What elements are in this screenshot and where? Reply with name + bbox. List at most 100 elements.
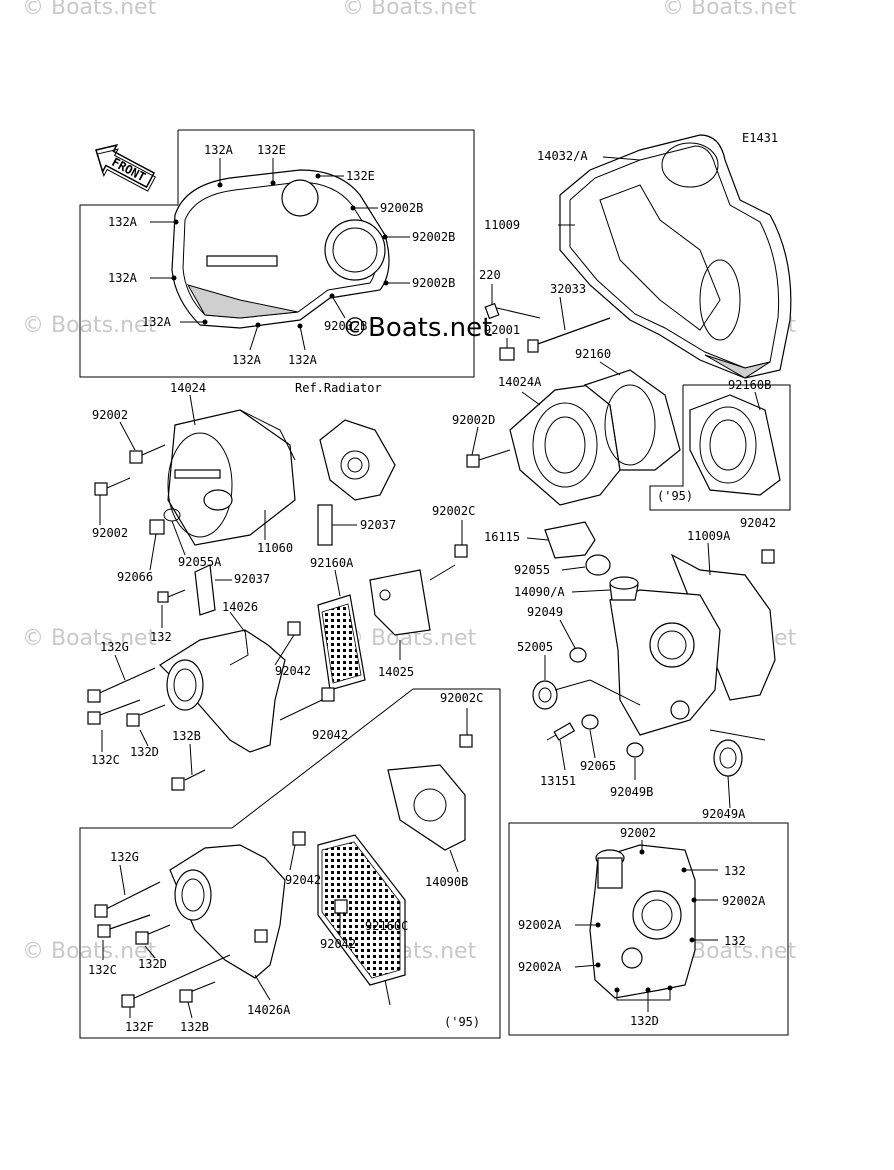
- part-label: 92002: [620, 826, 656, 840]
- pump-cover-11009A: [609, 542, 776, 736]
- part-label: 220: [479, 268, 501, 282]
- year-note: ('95): [657, 489, 693, 503]
- watermark: © Boats.net: [22, 313, 157, 338]
- sensor-13151: [546, 722, 576, 771]
- part-label: 92049B: [610, 785, 653, 799]
- crankcase-cover: [558, 134, 792, 379]
- diagram-code: E1431: [742, 131, 778, 145]
- part-label: 132D: [138, 957, 167, 971]
- part-label: 92042: [740, 516, 776, 530]
- part-label: 132E: [346, 169, 375, 183]
- seal-92049: [569, 647, 587, 663]
- box-92160B: [649, 384, 791, 511]
- part-label: 16115: [484, 530, 520, 544]
- part-label: 132D: [130, 745, 159, 759]
- part-label: 132: [150, 630, 172, 644]
- watermark: © Boats.net: [22, 626, 157, 651]
- watermark: © Boats.net: [662, 0, 797, 20]
- part-label: 92066: [117, 570, 153, 584]
- part-label: 14090B: [425, 875, 468, 889]
- part-label: 92002: [92, 408, 128, 422]
- seal-92049A: [713, 739, 743, 777]
- part-label: 92002A: [518, 960, 562, 974]
- watermark-center: ©Boats.net: [342, 313, 492, 343]
- part-label: 132A: [108, 215, 138, 229]
- ref-radiator-label: Ref.Radiator: [295, 381, 382, 395]
- part-label: 92042: [320, 937, 356, 951]
- part-label: 132C: [88, 963, 117, 977]
- part-label: 13151: [540, 774, 576, 788]
- watermark: © Boats.net: [22, 0, 157, 20]
- part-label: 132A: [204, 143, 234, 157]
- sprocket-cover-14026: [159, 611, 286, 753]
- part-label: 132G: [100, 640, 129, 654]
- part-label: 92055A: [178, 555, 222, 569]
- clutch-cover-box: [79, 129, 475, 378]
- washer-92065: [581, 714, 599, 730]
- part-label: 132: [724, 864, 746, 878]
- pump-cover-detail-box: [508, 822, 789, 1036]
- part-label: 92002A: [722, 894, 766, 908]
- part-label: 132B: [172, 729, 201, 743]
- part-label: 92160C: [365, 919, 408, 933]
- part-label: 32033: [550, 282, 586, 296]
- part-label: 14024A: [498, 375, 542, 389]
- part-label: 92002: [92, 526, 128, 540]
- part-label: 14024: [170, 381, 206, 395]
- radiator-bracket: [317, 419, 396, 546]
- seal-92049B: [626, 742, 644, 758]
- part-label: 92002D: [452, 413, 495, 427]
- bolt-parts-left: [87, 589, 206, 791]
- front-arrow-icon: FRONT: [95, 144, 156, 192]
- part-label: 14025: [378, 665, 414, 679]
- part-label: 92002C: [440, 691, 483, 705]
- part-label: 92160B: [728, 378, 771, 392]
- part-label: 92049: [527, 605, 563, 619]
- bracket-14025: [369, 564, 456, 660]
- cover-14024A: [466, 361, 681, 506]
- part-label: 92037: [360, 518, 396, 532]
- outer-cover-14024: [149, 409, 296, 546]
- bracket-92037: [194, 564, 232, 616]
- part-label: 14026A: [247, 1003, 291, 1017]
- bearing-52005: [532, 680, 558, 710]
- year-note: ('95): [444, 1015, 480, 1029]
- part-label: 92065: [580, 759, 616, 773]
- part-label: 132A: [108, 271, 138, 285]
- part-label: 52005: [517, 640, 553, 654]
- part-label: 132C: [91, 753, 120, 767]
- cap-16115: [526, 521, 611, 593]
- bolt-icon: [94, 421, 166, 496]
- spacers-92042: [274, 549, 775, 721]
- part-label: 132B: [180, 1020, 209, 1034]
- bolt-icon: [454, 544, 468, 558]
- part-label: 11060: [257, 541, 293, 555]
- part-label: 132F: [125, 1020, 154, 1034]
- box-95-lower: [79, 688, 501, 1039]
- part-label: 14026: [222, 600, 258, 614]
- part-label: 92055: [514, 563, 550, 577]
- part-label: 92002B: [412, 230, 455, 244]
- part-label: 92002B: [380, 201, 423, 215]
- part-label: 92002B: [412, 276, 455, 290]
- part-label: 92160A: [310, 556, 354, 570]
- part-label: 92001: [484, 323, 520, 337]
- part-label: 92042: [285, 873, 321, 887]
- part-label: 92042: [312, 728, 348, 742]
- part-label: 92002A: [518, 918, 562, 932]
- part-label: 92160: [575, 347, 611, 361]
- watermark: © Boats.net: [22, 939, 157, 964]
- part-label: 132A: [232, 353, 262, 367]
- bolt-parts: [484, 284, 611, 361]
- part-label: 132A: [142, 315, 172, 329]
- part-label: 132: [724, 934, 746, 948]
- part-label: 92042: [275, 664, 311, 678]
- watermark: © Boats.net: [342, 0, 477, 20]
- part-label: 132G: [110, 850, 139, 864]
- part-label: 92037: [234, 572, 270, 586]
- plate-92160A: [317, 569, 366, 691]
- part-label: 92049A: [702, 807, 746, 821]
- part-label: 132D: [630, 1014, 659, 1028]
- part-label: 11009A: [687, 529, 731, 543]
